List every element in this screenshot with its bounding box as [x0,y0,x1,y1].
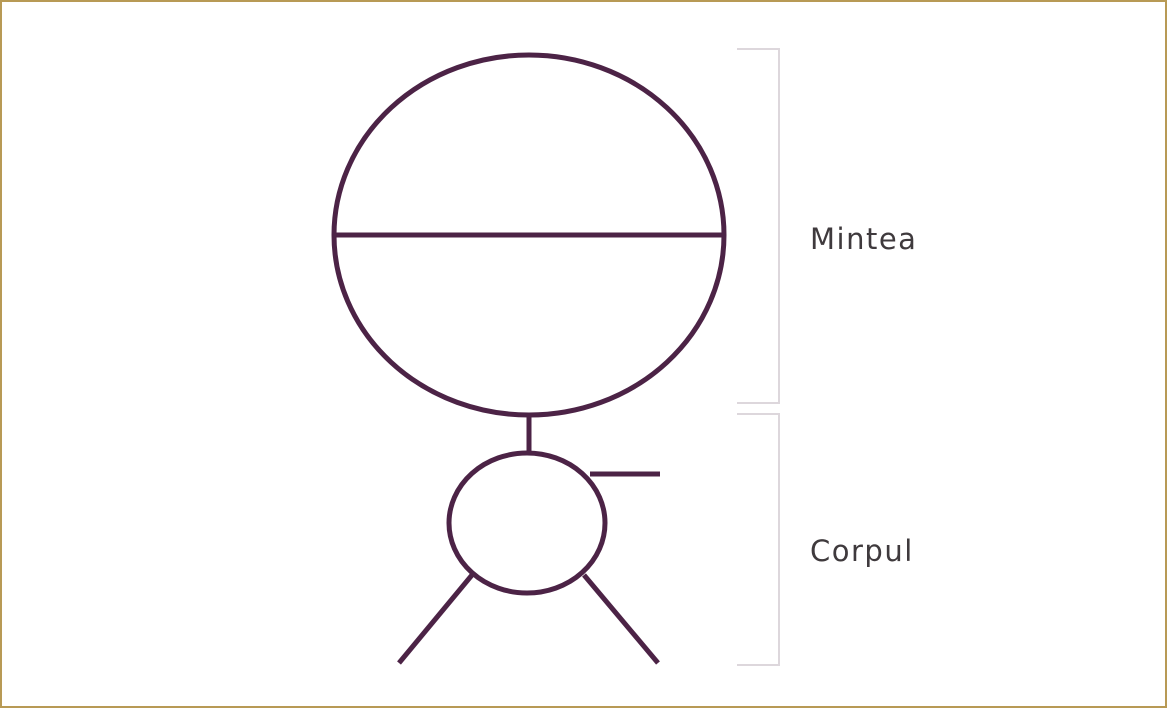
right-leg-line [584,575,658,663]
body-circle [449,453,605,593]
body-bracket [737,414,779,665]
left-leg-line [399,575,472,663]
mind-label: Mintea [810,222,917,256]
mind-bracket [737,49,779,403]
body-label: Corpul [810,534,914,568]
